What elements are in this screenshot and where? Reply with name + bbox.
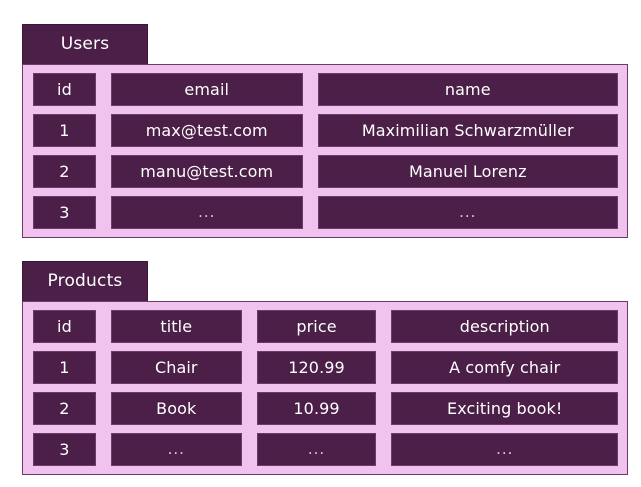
column-header-description: description [391,310,619,343]
cell-description: A comfy chair [391,351,619,384]
cell-description-ellipsis: ... [391,433,619,466]
cell-price: 120.99 [256,351,377,384]
column-header-id: id [33,310,96,343]
table-body-products: id title price description 1 Chair 120.9… [22,301,628,475]
cell-price-ellipsis: ... [256,433,377,466]
column-header-email: email [110,73,303,106]
table-row: 3 ... ... ... [33,433,619,466]
cell-description: Exciting book! [391,392,619,425]
table-header-row: id email name [33,73,618,106]
cell-id: 2 [33,155,96,188]
table-users: Users id email name 1 max@test.com Maxim… [22,24,628,238]
cell-title: Book [110,392,242,425]
cell-title: Chair [110,351,242,384]
table-title-users: Users [22,24,148,65]
table-body-users: id email name 1 max@test.com Maximilian … [22,64,628,238]
table-row: 2 Book 10.99 Exciting book! [33,392,619,425]
cell-id: 3 [33,196,96,229]
table-row: 1 Chair 120.99 A comfy chair [33,351,619,384]
column-header-title: title [110,310,242,343]
cell-email: manu@test.com [110,155,303,188]
cell-id: 1 [33,351,96,384]
column-header-price: price [256,310,377,343]
table-row: 3 ... ... [33,196,618,229]
column-header-name: name [317,73,618,106]
table-row: 1 max@test.com Maximilian Schwarzmüller [33,114,618,147]
table-header-row: id title price description [33,310,619,343]
cell-name-ellipsis: ... [317,196,618,229]
table-title-products: Products [22,261,148,302]
cell-id: 2 [33,392,96,425]
cell-price: 10.99 [256,392,377,425]
cell-title-ellipsis: ... [110,433,242,466]
table-row: 2 manu@test.com Manuel Lorenz [33,155,618,188]
cell-id: 3 [33,433,96,466]
column-header-id: id [33,73,96,106]
table-products: Products id title price description 1 Ch… [22,261,628,475]
cell-email: max@test.com [110,114,303,147]
cell-id: 1 [33,114,96,147]
cell-name: Maximilian Schwarzmüller [317,114,618,147]
cell-email-ellipsis: ... [110,196,303,229]
cell-name: Manuel Lorenz [317,155,618,188]
